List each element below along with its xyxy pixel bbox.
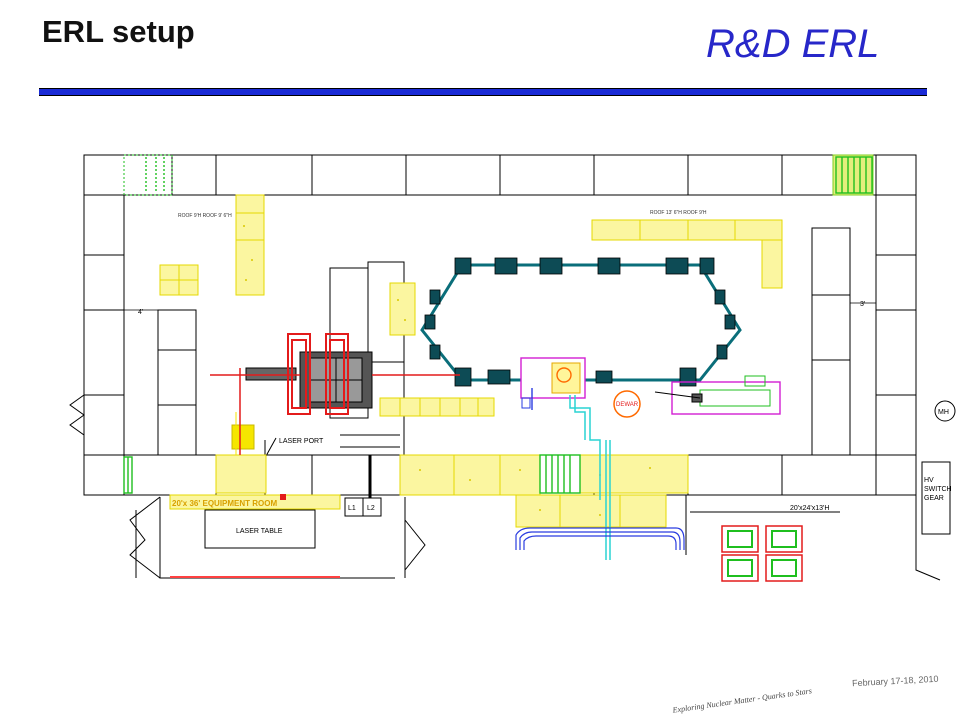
blue-piping — [515, 527, 685, 550]
label-hv: HV — [924, 477, 934, 484]
sc-cavity — [520, 357, 586, 410]
dump-line — [654, 375, 781, 415]
header-divider — [39, 88, 927, 96]
green-shield-blocks — [123, 156, 873, 494]
label-dim-3ft: 3' — [860, 301, 865, 308]
slide-subtitle: R&D ERL — [706, 22, 880, 66]
label-roof-right: ROOF 13' 6"H ROOF 9'H — [650, 210, 707, 216]
label-dewar: DEWAR — [616, 402, 639, 408]
electron-gun — [210, 333, 460, 455]
shielding-hatch — [123, 154, 874, 450]
cyan-piping — [569, 395, 611, 560]
label-dim-box: 20'x24'x13'H — [790, 505, 829, 512]
label-roof-left: ROOF 9'H ROOF 9' 6"H — [178, 213, 232, 219]
slide-title: ERL setup — [42, 14, 195, 49]
shielding-dots — [243, 225, 651, 516]
label-laser-table: LASER TABLE — [236, 528, 283, 535]
magnet-racks — [721, 525, 803, 582]
label-dim-4ft: 4' — [138, 309, 143, 316]
label-switch: SWITCH — [924, 486, 952, 493]
laser-port-marker — [280, 494, 286, 500]
shielding-blocks — [159, 194, 783, 528]
label-l1: L1 — [348, 505, 356, 512]
dimension-marks — [124, 302, 876, 311]
dewar-circle — [613, 390, 641, 418]
label-gear: GEAR — [924, 495, 944, 502]
label-laser-port: LASER PORT — [279, 438, 324, 445]
label-equipment-room: 20'x 36' EQUIPMENT ROOM — [172, 499, 278, 508]
label-l2: L2 — [367, 505, 375, 512]
label-mh: MH — [938, 409, 949, 416]
